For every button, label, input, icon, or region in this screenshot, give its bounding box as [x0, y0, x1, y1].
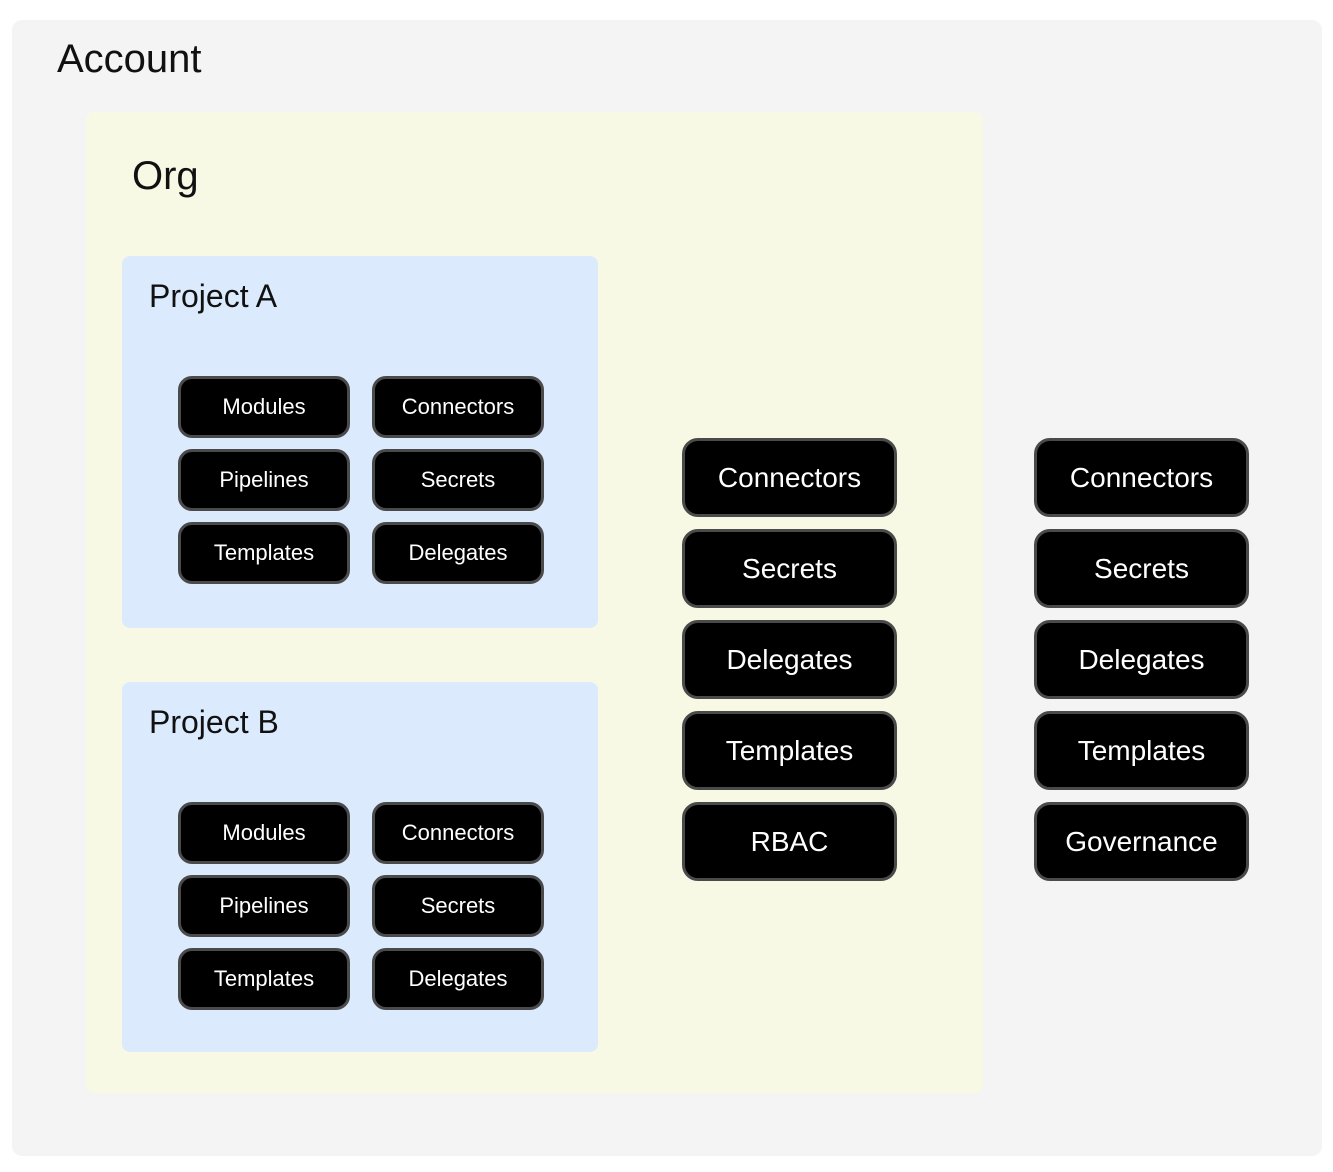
account-resource-nodes: Connectors Secrets Delegates Templates G…: [1034, 438, 1249, 881]
project-b-container: Project B Modules Connectors Pipelines S…: [122, 682, 598, 1052]
account-node-delegates: Delegates: [1034, 620, 1249, 699]
project-a-node-pipelines: Pipelines: [178, 449, 350, 511]
org-node-secrets: Secrets: [682, 529, 897, 608]
account-node-secrets: Secrets: [1034, 529, 1249, 608]
account-container: Account Org Project A Modules Connectors…: [12, 20, 1322, 1156]
org-node-connectors: Connectors: [682, 438, 897, 517]
org-node-delegates: Delegates: [682, 620, 897, 699]
project-a-node-modules: Modules: [178, 376, 350, 438]
account-node-templates: Templates: [1034, 711, 1249, 790]
project-b-node-templates: Templates: [178, 948, 350, 1010]
project-b-title: Project B: [149, 704, 279, 740]
project-b-node-pipelines: Pipelines: [178, 875, 350, 937]
project-a-container: Project A Modules Connectors Pipelines S…: [122, 256, 598, 628]
project-a-title: Project A: [149, 278, 278, 314]
project-b-node-secrets: Secrets: [372, 875, 544, 937]
org-resource-nodes: Connectors Secrets Delegates Templates R…: [682, 438, 897, 881]
account-node-connectors: Connectors: [1034, 438, 1249, 517]
project-a-node-grid: Modules Connectors Pipelines Secrets Tem…: [178, 376, 544, 584]
project-b-node-grid: Modules Connectors Pipelines Secrets Tem…: [178, 802, 544, 1010]
account-node-governance: Governance: [1034, 802, 1249, 881]
project-a-node-secrets: Secrets: [372, 449, 544, 511]
project-b-node-modules: Modules: [178, 802, 350, 864]
project-a-node-connectors: Connectors: [372, 376, 544, 438]
project-b-node-delegates: Delegates: [372, 948, 544, 1010]
project-b-node-connectors: Connectors: [372, 802, 544, 864]
org-container: Org Project A Modules Connectors Pipelin…: [86, 112, 983, 1093]
project-a-node-templates: Templates: [178, 522, 350, 584]
project-a-node-delegates: Delegates: [372, 522, 544, 584]
org-title: Org: [132, 154, 199, 198]
org-node-templates: Templates: [682, 711, 897, 790]
account-title: Account: [57, 37, 202, 81]
org-node-rbac: RBAC: [682, 802, 897, 881]
